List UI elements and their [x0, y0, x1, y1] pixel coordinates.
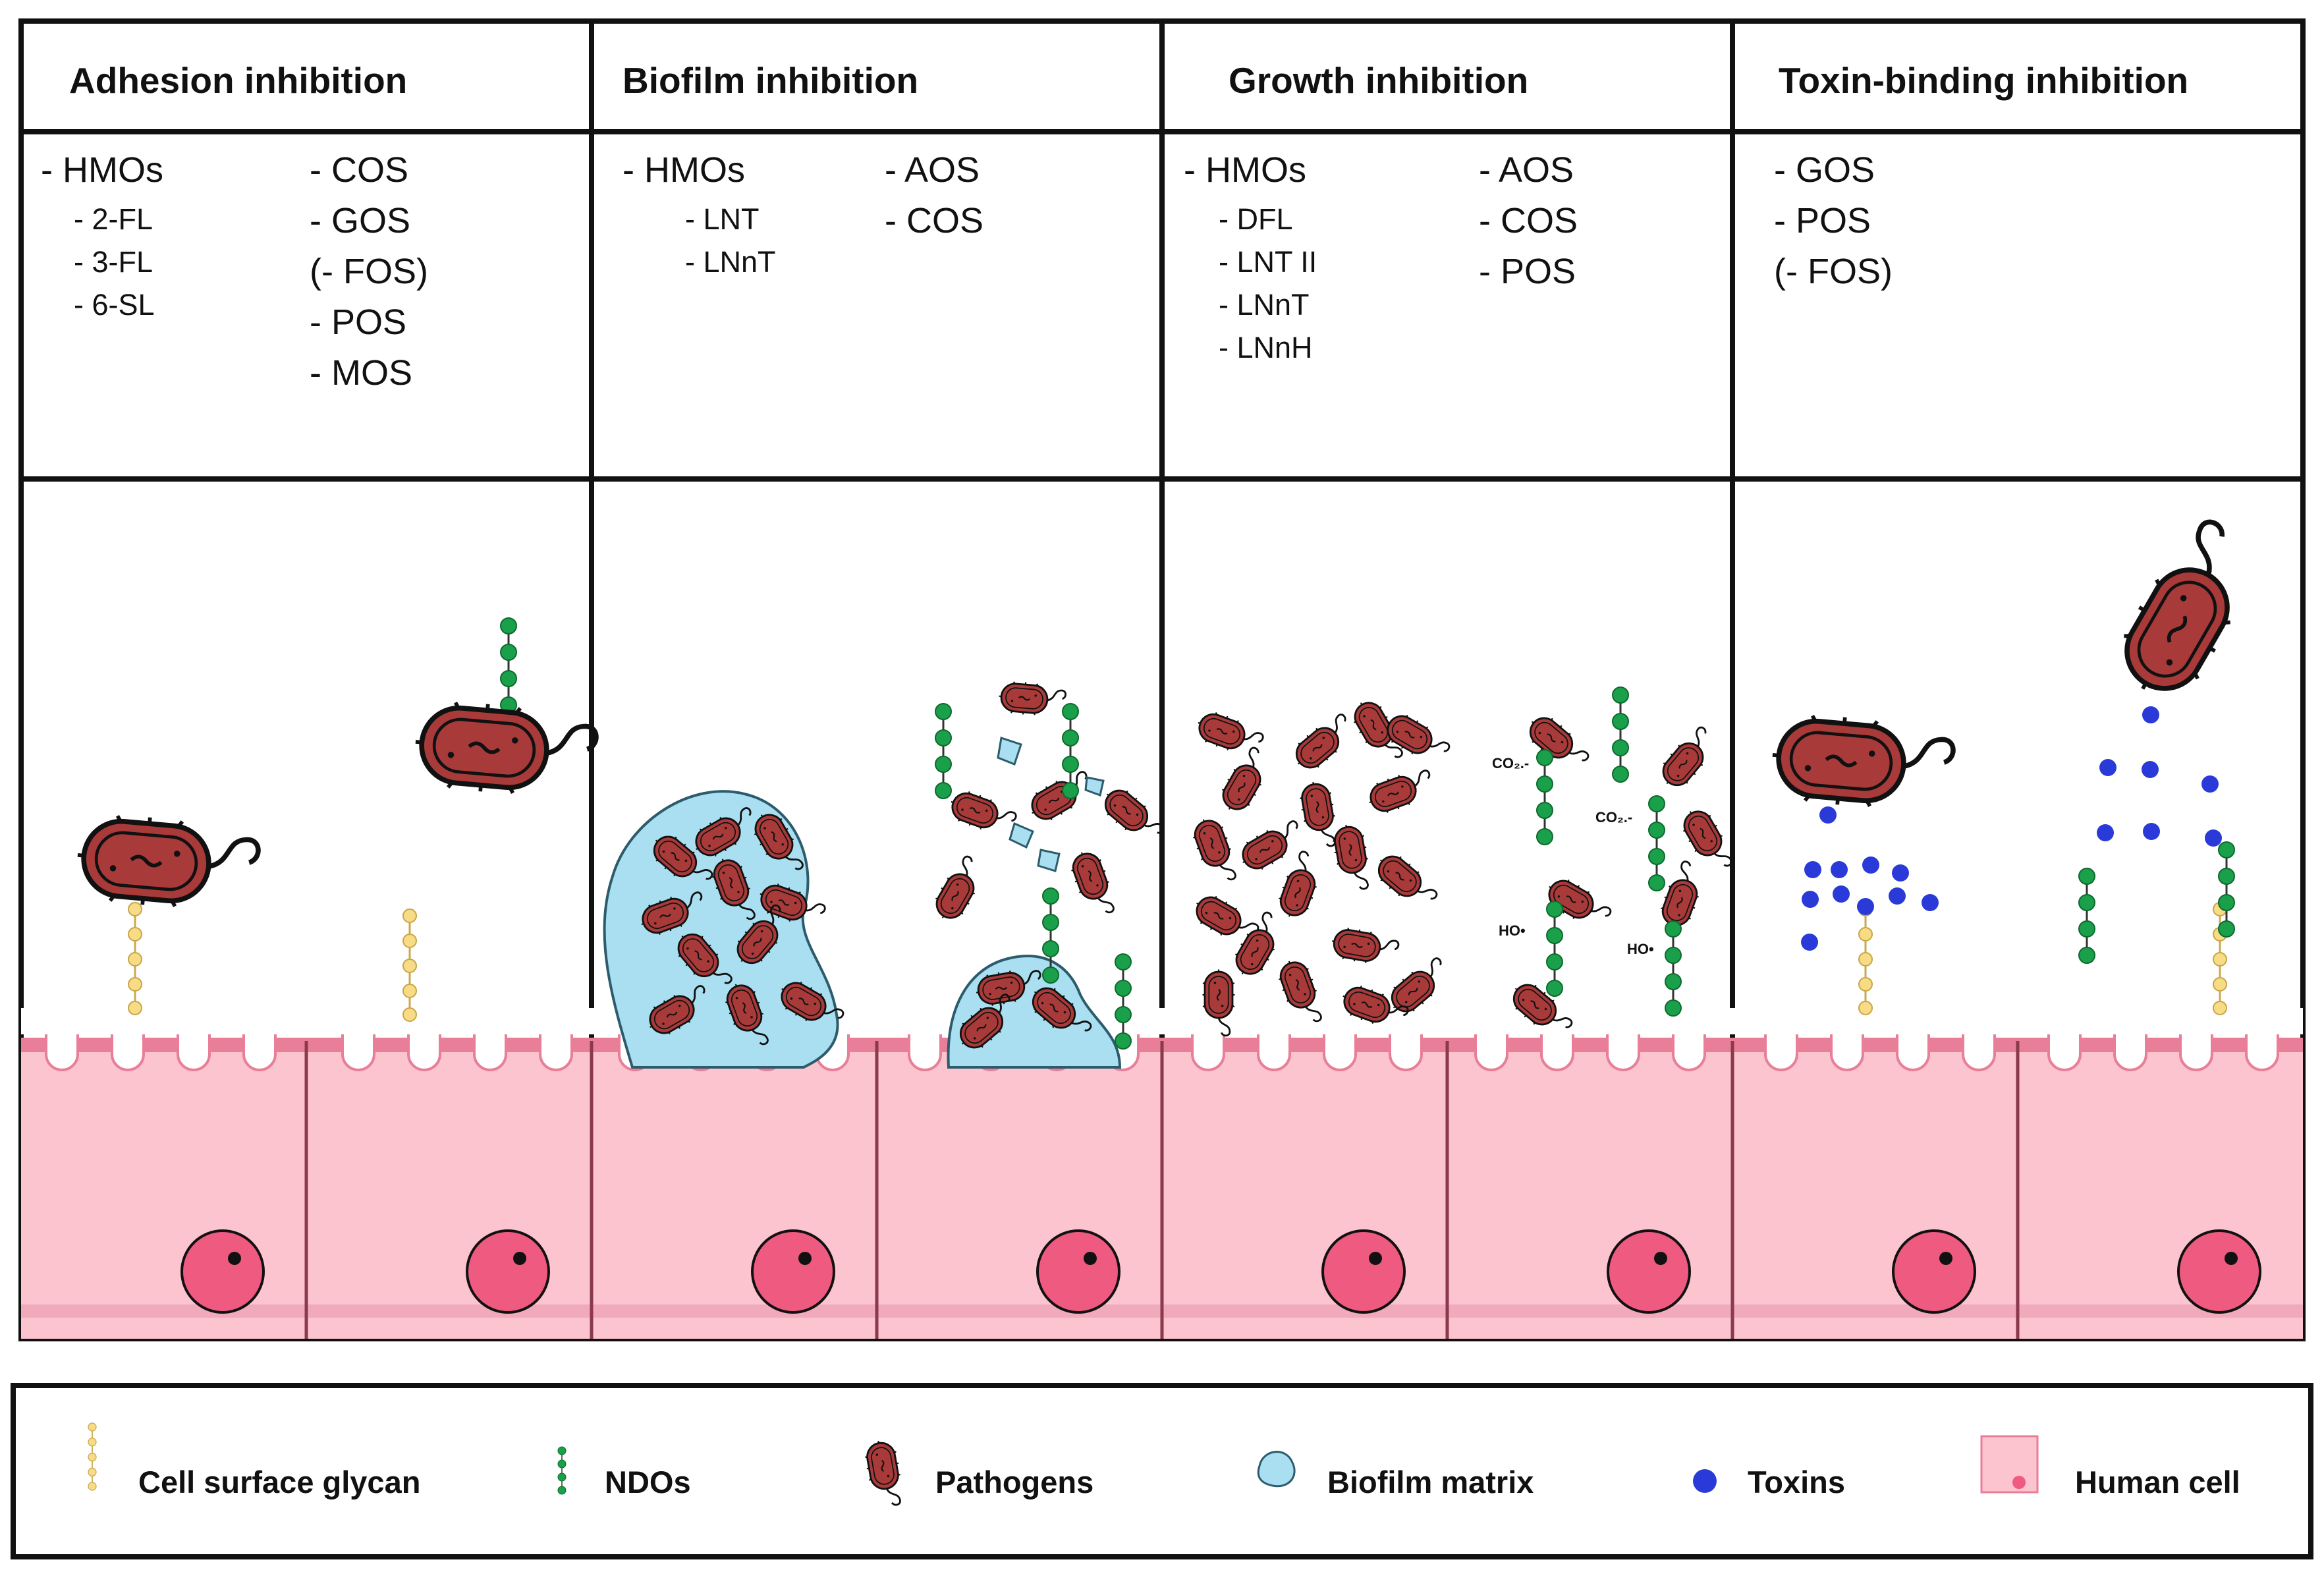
list-item: - POS [310, 302, 407, 342]
biofilm-right-list: - AOS - COS [885, 145, 983, 246]
legend-label-ndos: NDOs [605, 1465, 691, 1500]
panel-title-adhesion: Adhesion inhibition [69, 60, 408, 101]
list-item: - LNnT [685, 245, 776, 279]
list-item: - COS [1479, 201, 1578, 240]
epithelium [21, 1008, 2303, 1339]
biofilm-sub-list: - LNT - LNnT [685, 198, 776, 283]
list-item: - GOS [1774, 150, 1875, 190]
list-item: - LNnT [1219, 288, 1310, 322]
legend-label-biofilm-matrix: Biofilm matrix [1327, 1465, 1534, 1500]
legend-label-pathogens: Pathogens [935, 1465, 1094, 1500]
list-item: - LNT [685, 202, 760, 236]
list-item: (- FOS) [310, 252, 428, 291]
list-item: - 2-FL [74, 202, 153, 236]
list-item: - 3-FL [74, 245, 153, 279]
panel-title-growth: Growth inhibition [1229, 60, 1529, 101]
list-item: (- FOS) [1774, 252, 1893, 291]
toxin-illustration [1769, 511, 2270, 1016]
list-item: - POS [1774, 201, 1871, 240]
biofilm-illustration [603, 679, 1169, 1069]
list-item: - MOS [310, 353, 412, 393]
list-item: - HMOs [41, 150, 163, 190]
list-item: - GOS [310, 201, 411, 240]
adhesion-sub-list: - 2-FL - 3-FL - 6-SL [74, 198, 155, 326]
legend-box [11, 1383, 2313, 1559]
panel-title-toxin-binding: Toxin-binding inhibition [1779, 60, 2189, 101]
list-item: - COS [885, 201, 984, 240]
list-item: - POS [1479, 252, 1576, 291]
co2-radical-label: CO₂.- [1492, 755, 1530, 771]
list-item: - 6-SL [74, 288, 155, 322]
list-item: - COS [310, 150, 409, 190]
legend-label-human-cell: Human cell [2075, 1465, 2240, 1500]
growth-sub-list: - DFL - LNT II - LNnT - LNnH [1219, 198, 1317, 369]
list-item: - LNT II [1219, 245, 1317, 279]
legend-label-cell-surface-glycan: Cell surface glycan [138, 1465, 421, 1500]
panel-title-biofilm: Biofilm inhibition [622, 60, 919, 101]
adhesion-right-list: - COS - GOS (- FOS) - POS - MOS [310, 145, 428, 399]
co2-radical-label: CO₂.- [1595, 809, 1633, 826]
list-item: - LNnH [1219, 331, 1313, 364]
growth-illustration [1187, 686, 1738, 1044]
legend-toxin-icon [1693, 1469, 1717, 1493]
biofilm-left-list: - HMOs [622, 145, 745, 196]
legend-biofilm-matrix-icon [1257, 1451, 1296, 1488]
list-item: - AOS [885, 150, 980, 190]
hydroxyl-radical-label: HO• [1499, 922, 1526, 939]
legend-human-cell-icon [1980, 1435, 2039, 1494]
hydroxyl-radical-label: HO• [1627, 941, 1654, 957]
list-item: - HMOs [1184, 150, 1306, 190]
growth-left-list: - HMOs [1184, 145, 1306, 196]
list-item: - AOS [1479, 150, 1574, 190]
growth-right-list: - AOS - COS - POS [1479, 145, 1578, 297]
toxin-left-list: - GOS - POS (- FOS) [1774, 145, 1893, 297]
adhesion-left-list: - HMOs [41, 145, 163, 196]
legend-label-toxins: Toxins [1748, 1465, 1845, 1500]
list-item: - HMOs [622, 150, 745, 190]
adhesion-illustration [74, 617, 598, 1023]
list-item: - DFL [1219, 202, 1293, 236]
